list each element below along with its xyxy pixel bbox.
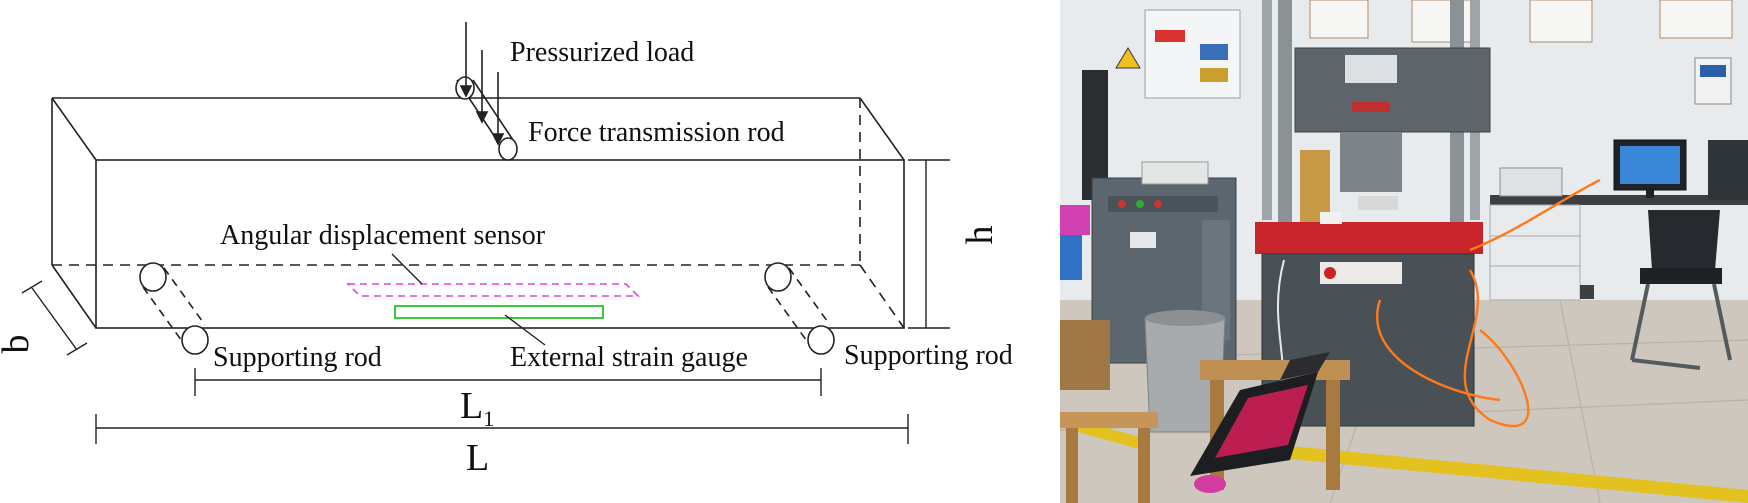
- beam-hidden-br-edge: [859, 264, 905, 329]
- cabinet-button-red-2: [1154, 200, 1162, 208]
- label-force-transmission-rod: Force transmission rod: [528, 117, 785, 148]
- monitor-screen: [1620, 146, 1680, 184]
- beam-edge-tl: [51, 97, 97, 161]
- loading-head: [1340, 132, 1402, 192]
- machine-rod-1: [1262, 0, 1272, 220]
- dimension-l1: [194, 368, 822, 396]
- strain-gauge-shape: [394, 305, 604, 319]
- power-strip: [1320, 212, 1342, 224]
- chair-frame: [1630, 283, 1732, 370]
- dimension-l-label: L: [466, 437, 489, 479]
- wall-panel-yellow-sign: [1200, 68, 1228, 82]
- trash-bin-rim: [1145, 310, 1225, 326]
- beam-edge-bl: [51, 264, 97, 329]
- magenta-object: [1060, 205, 1090, 235]
- dimension-l1-label: L1: [460, 385, 494, 431]
- desk-drawers: [1489, 204, 1581, 301]
- dimension-h-label: h: [959, 226, 1001, 245]
- label-external-strain-gauge: External strain gauge: [510, 342, 748, 373]
- crosshead-red-label: [1352, 102, 1390, 112]
- chair-back: [1648, 210, 1720, 270]
- label-supporting-rod-left: Supporting rod: [213, 342, 382, 373]
- beam-front-face: [95, 159, 905, 329]
- stool-leg-2: [1138, 428, 1150, 503]
- machine-logo: [1324, 267, 1336, 279]
- label-angular-displacement-sensor: Angular displacement sensor: [220, 220, 546, 251]
- wood-crate: [1060, 320, 1110, 390]
- amplifier-box: [1141, 161, 1209, 185]
- hazard-tape: [1280, 445, 1748, 503]
- wall-control-screen: [1700, 65, 1726, 77]
- dimension-h: [908, 159, 950, 329]
- label-pressurized-load: Pressurized load: [510, 37, 694, 68]
- beam-edge-tr: [859, 97, 905, 161]
- stool-top: [1060, 412, 1158, 428]
- angular-sensor-shape: [346, 283, 640, 297]
- beam-schematic: [51, 97, 905, 329]
- load-cell: [1345, 55, 1397, 83]
- dimension-b-label: b: [0, 335, 37, 354]
- cabinet-label: [1130, 232, 1156, 248]
- blue-bin: [1060, 228, 1082, 280]
- stool-leg-1: [1066, 428, 1078, 503]
- cabinet-top-panel: [1108, 196, 1218, 212]
- wall-control-box: [1694, 57, 1732, 105]
- bench-top: [1200, 360, 1350, 380]
- warning-sign: [1115, 47, 1141, 69]
- machine-red-band: [1255, 222, 1483, 254]
- desk-instrument: [1499, 167, 1563, 197]
- dimension-b: [21, 280, 88, 356]
- dimension-l: [95, 414, 909, 444]
- lab-photo: [1060, 0, 1748, 503]
- chair-seat: [1640, 268, 1722, 284]
- mouse: [1194, 475, 1226, 493]
- pc-tower: [1708, 140, 1748, 200]
- laptop-screen-edge: [1280, 352, 1330, 380]
- specimen: [1358, 196, 1398, 210]
- force-transmission-rod: [455, 76, 518, 161]
- machine-nameplate: [1320, 262, 1402, 284]
- label-supporting-rod-right: Supporting rod: [844, 340, 1013, 371]
- desk-top: [1490, 195, 1748, 205]
- monitor-stand: [1646, 190, 1654, 198]
- machine-column-1: [1278, 0, 1292, 240]
- cabinet-button-red: [1118, 200, 1126, 208]
- supporting-rod-left-shape: [139, 262, 209, 355]
- orange-cables: [1376, 178, 1601, 428]
- wall-certificate-3: [1529, 0, 1593, 43]
- load-arrows: [459, 22, 505, 146]
- laptop-keyboard: [1215, 385, 1308, 458]
- wall-certificate-4: [1659, 0, 1733, 39]
- supporting-rod-right-shape: [764, 262, 835, 355]
- wall-panel-red-display: [1155, 30, 1185, 42]
- bench-leg-2: [1326, 380, 1340, 490]
- strain-gauge-leader-line: [504, 314, 546, 346]
- wall-certificate-1: [1309, 0, 1369, 39]
- wall-panel-blue-sign: [1200, 44, 1228, 60]
- cabinet-button-green: [1136, 200, 1144, 208]
- sensor-leader-line: [391, 253, 423, 285]
- floor-device: [1580, 285, 1594, 299]
